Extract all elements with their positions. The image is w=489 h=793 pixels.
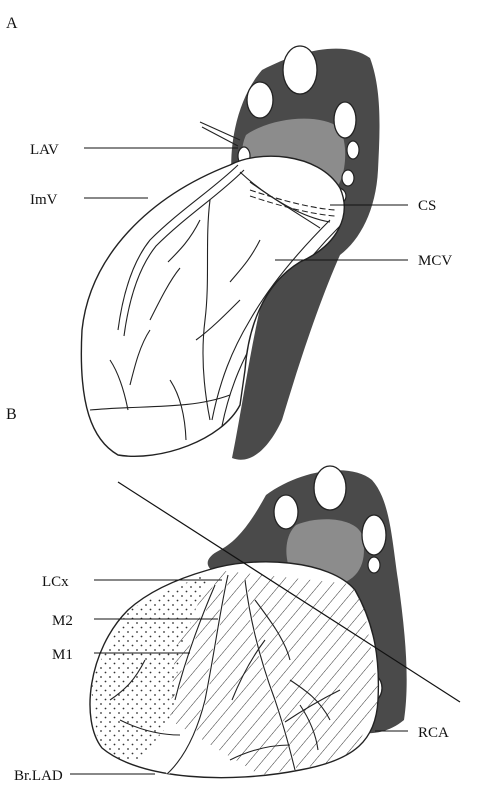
panel-a-letter: A xyxy=(6,15,18,32)
panel-a: A xyxy=(6,15,452,460)
panel-b: B xyxy=(6,406,460,784)
panel-a-label-mcv: MCV xyxy=(418,253,452,269)
panel-a-label-lav: LAV xyxy=(30,142,59,158)
panel-a-heart xyxy=(81,46,379,460)
panel-b-vessel-opening-4 xyxy=(368,557,380,573)
panel-b-vessel-opening-3 xyxy=(362,515,386,555)
panel-b-label-m2: M2 xyxy=(52,613,73,629)
panel-a-vessel-opening-5 xyxy=(342,170,354,186)
panel-b-territories xyxy=(90,570,380,780)
panel-b-label-lcx: LCx xyxy=(42,574,69,590)
panel-b-label-br-lad: Br.LAD xyxy=(14,768,63,784)
panel-a-label-imv: ImV xyxy=(30,192,58,208)
panel-b-vessel-opening-1 xyxy=(314,466,346,510)
panel-b-letter: B xyxy=(6,406,17,423)
panel-a-label-cs: CS xyxy=(418,198,436,214)
panel-b-vessel-opening-2 xyxy=(274,495,298,529)
panel-b-label-rca: RCA xyxy=(418,725,449,741)
panel-a-vessel-opening-4 xyxy=(347,141,359,159)
panel-b-heart xyxy=(90,466,460,780)
panel-a-vessel-opening-3 xyxy=(334,102,356,138)
panel-a-vessel-opening-1 xyxy=(283,46,317,94)
panel-b-label-m1: M1 xyxy=(52,647,73,663)
panel-a-vessel-opening-2 xyxy=(247,82,273,118)
